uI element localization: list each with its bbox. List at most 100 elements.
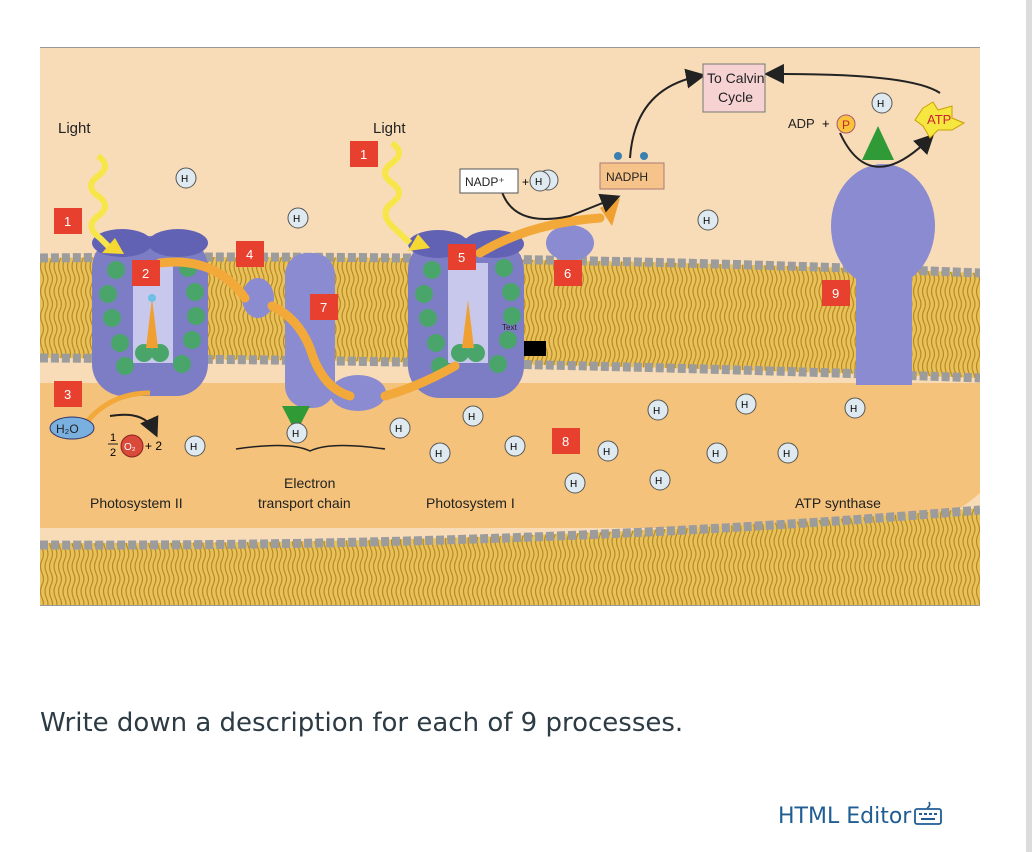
plus-sign: + xyxy=(822,116,830,131)
nadp-box: NADP⁺ xyxy=(459,168,519,194)
svg-text:H: H xyxy=(603,447,610,458)
photosynthesis-diagram: H H H H H H H H H H H H H H H H H H H 1 … xyxy=(39,47,981,606)
svg-text:H: H xyxy=(468,412,475,423)
h-ion-icon: H xyxy=(429,442,451,464)
plus-sign: + xyxy=(522,175,529,189)
light-arrowhead-1 xyxy=(102,238,124,254)
svg-text:H: H xyxy=(292,429,299,440)
h-ion-icon: H xyxy=(871,92,893,114)
water-icon: H₂O xyxy=(49,416,95,440)
light-label-2: Light xyxy=(373,120,406,137)
svg-text:H: H xyxy=(181,174,188,185)
html-editor-link[interactable]: HTML Editor xyxy=(778,800,943,832)
step-box-7: 7 xyxy=(310,294,338,320)
water-split-arrow xyxy=(84,390,151,425)
h-ion-icon: H xyxy=(706,442,728,464)
svg-text:H: H xyxy=(877,99,884,110)
oxygen-icon: O₂ xyxy=(120,434,144,458)
svg-text:H: H xyxy=(653,406,660,417)
h-ion-icon: H xyxy=(777,442,799,464)
step-box-2: 2 xyxy=(132,260,160,286)
etc-label-1: Electron xyxy=(284,475,335,491)
h-ion-icon: H xyxy=(697,209,719,231)
svg-text:H₂O: H₂O xyxy=(56,422,79,436)
svg-text:H: H xyxy=(190,442,197,453)
svg-text:1: 1 xyxy=(360,147,367,162)
svg-text:H: H xyxy=(510,442,517,453)
reaction-arrows xyxy=(109,63,941,438)
two-h-label: + 2 xyxy=(145,439,162,453)
scrollbar[interactable] xyxy=(1026,0,1032,852)
step-box-3: 3 xyxy=(54,381,82,407)
h-ion-icon: H xyxy=(647,399,669,421)
atp-synthase-label: ATP synthase xyxy=(795,495,881,511)
h-ion-icon: H xyxy=(649,469,671,491)
svg-text:Cycle: Cycle xyxy=(718,89,753,105)
atp-icon: ATP xyxy=(914,101,966,139)
h-ion-icon: H xyxy=(287,207,309,229)
light-reactions-svg: H H H H H H H H H H H H H H H H H H H 1 … xyxy=(39,48,981,605)
light-arrowhead-2 xyxy=(408,234,430,251)
step-box-5: 5 xyxy=(448,244,476,270)
phosphate-icon: P xyxy=(836,114,856,134)
h-ion-icon: H xyxy=(564,472,586,494)
half-denominator: 2 xyxy=(110,447,116,459)
step-box-4: 4 xyxy=(236,241,264,267)
step-box-1b: 1 xyxy=(350,141,378,167)
svg-text:H: H xyxy=(293,214,300,225)
svg-text:H: H xyxy=(395,424,402,435)
svg-text:8: 8 xyxy=(562,434,569,449)
h-ion-icon: H xyxy=(286,422,308,444)
calvin-cycle-box: To Calvin Cycle xyxy=(702,63,766,113)
h-ion-icon: H xyxy=(529,170,551,192)
etc-label-2: transport chain xyxy=(258,495,351,511)
svg-text:7: 7 xyxy=(320,300,327,315)
svg-text:2: 2 xyxy=(142,266,149,281)
h-ion-icon: H xyxy=(844,397,866,419)
svg-text:NADPH: NADPH xyxy=(606,170,648,184)
svg-text:H: H xyxy=(712,449,719,460)
svg-text:1: 1 xyxy=(64,214,71,229)
svg-text:H: H xyxy=(850,404,857,415)
h-ion-icon: H xyxy=(184,435,206,457)
svg-text:H: H xyxy=(435,449,442,460)
etc-brace xyxy=(235,444,386,452)
svg-text:H: H xyxy=(703,216,710,227)
svg-text:To Calvin: To Calvin xyxy=(707,70,765,86)
photosystem-i-label: Photosystem I xyxy=(426,495,515,511)
electron-flow xyxy=(155,213,605,401)
h-ion-icon: H xyxy=(462,405,484,427)
step-box-6: 6 xyxy=(554,260,582,286)
svg-text:O₂: O₂ xyxy=(124,442,136,453)
svg-text:4: 4 xyxy=(246,247,253,262)
step-box-1a: 1 xyxy=(54,208,82,234)
nadph-box: NADPH xyxy=(599,162,665,190)
svg-text:5: 5 xyxy=(458,250,465,265)
svg-text:3: 3 xyxy=(64,387,71,402)
svg-text:P: P xyxy=(842,118,850,132)
atp-synthase-complex xyxy=(831,126,935,398)
svg-text:NADP⁺: NADP⁺ xyxy=(465,175,505,189)
svg-text:H: H xyxy=(783,449,790,460)
light-ray-2 xyxy=(382,140,413,246)
text-placeholder: Text xyxy=(502,323,546,356)
photosystem-ii-label: Photosystem II xyxy=(90,495,183,511)
step-box-9: 9 xyxy=(822,280,850,306)
question-text: Write down a description for each of 9 p… xyxy=(40,708,684,738)
svg-text:ATP: ATP xyxy=(927,112,951,127)
light-label-1: Light xyxy=(58,120,91,137)
lower-membrane xyxy=(39,505,981,605)
svg-text:H: H xyxy=(741,400,748,411)
svg-text:Text: Text xyxy=(502,323,517,332)
svg-text:9: 9 xyxy=(832,286,839,301)
h-ion-icon: H xyxy=(175,167,197,189)
light-ray-1 xyxy=(88,153,113,251)
svg-text:6: 6 xyxy=(564,266,571,281)
h-ion-icon: H xyxy=(597,440,619,462)
html-editor-label: HTML Editor xyxy=(778,803,912,829)
photosystem-ii-complex xyxy=(92,229,208,396)
step-boxes: 1 1 2 3 4 5 6 7 8 9 xyxy=(54,141,850,454)
adp-label: ADP xyxy=(788,116,815,131)
half-numerator: 1 xyxy=(110,432,116,444)
keyboard-icon xyxy=(913,800,943,832)
